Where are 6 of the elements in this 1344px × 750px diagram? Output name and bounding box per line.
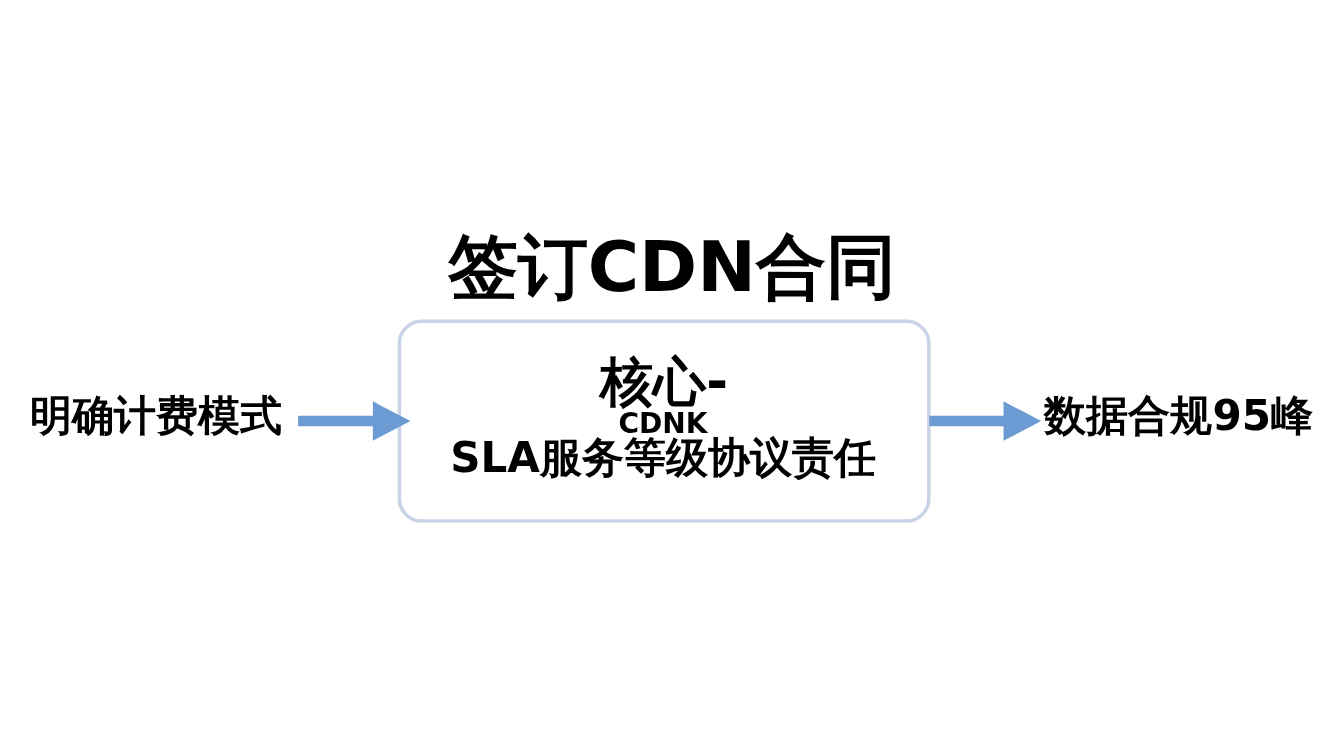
arrow [929,400,1042,441]
node-box: 核心- CDNK SLA服务等级协议责任 [397,318,931,523]
arrow [298,400,411,441]
diagram-title: 签订CDN合同 [447,225,896,308]
node-text: 数据合规95峰 [1044,390,1313,440]
node-text: 明确计费模式 [29,390,282,440]
